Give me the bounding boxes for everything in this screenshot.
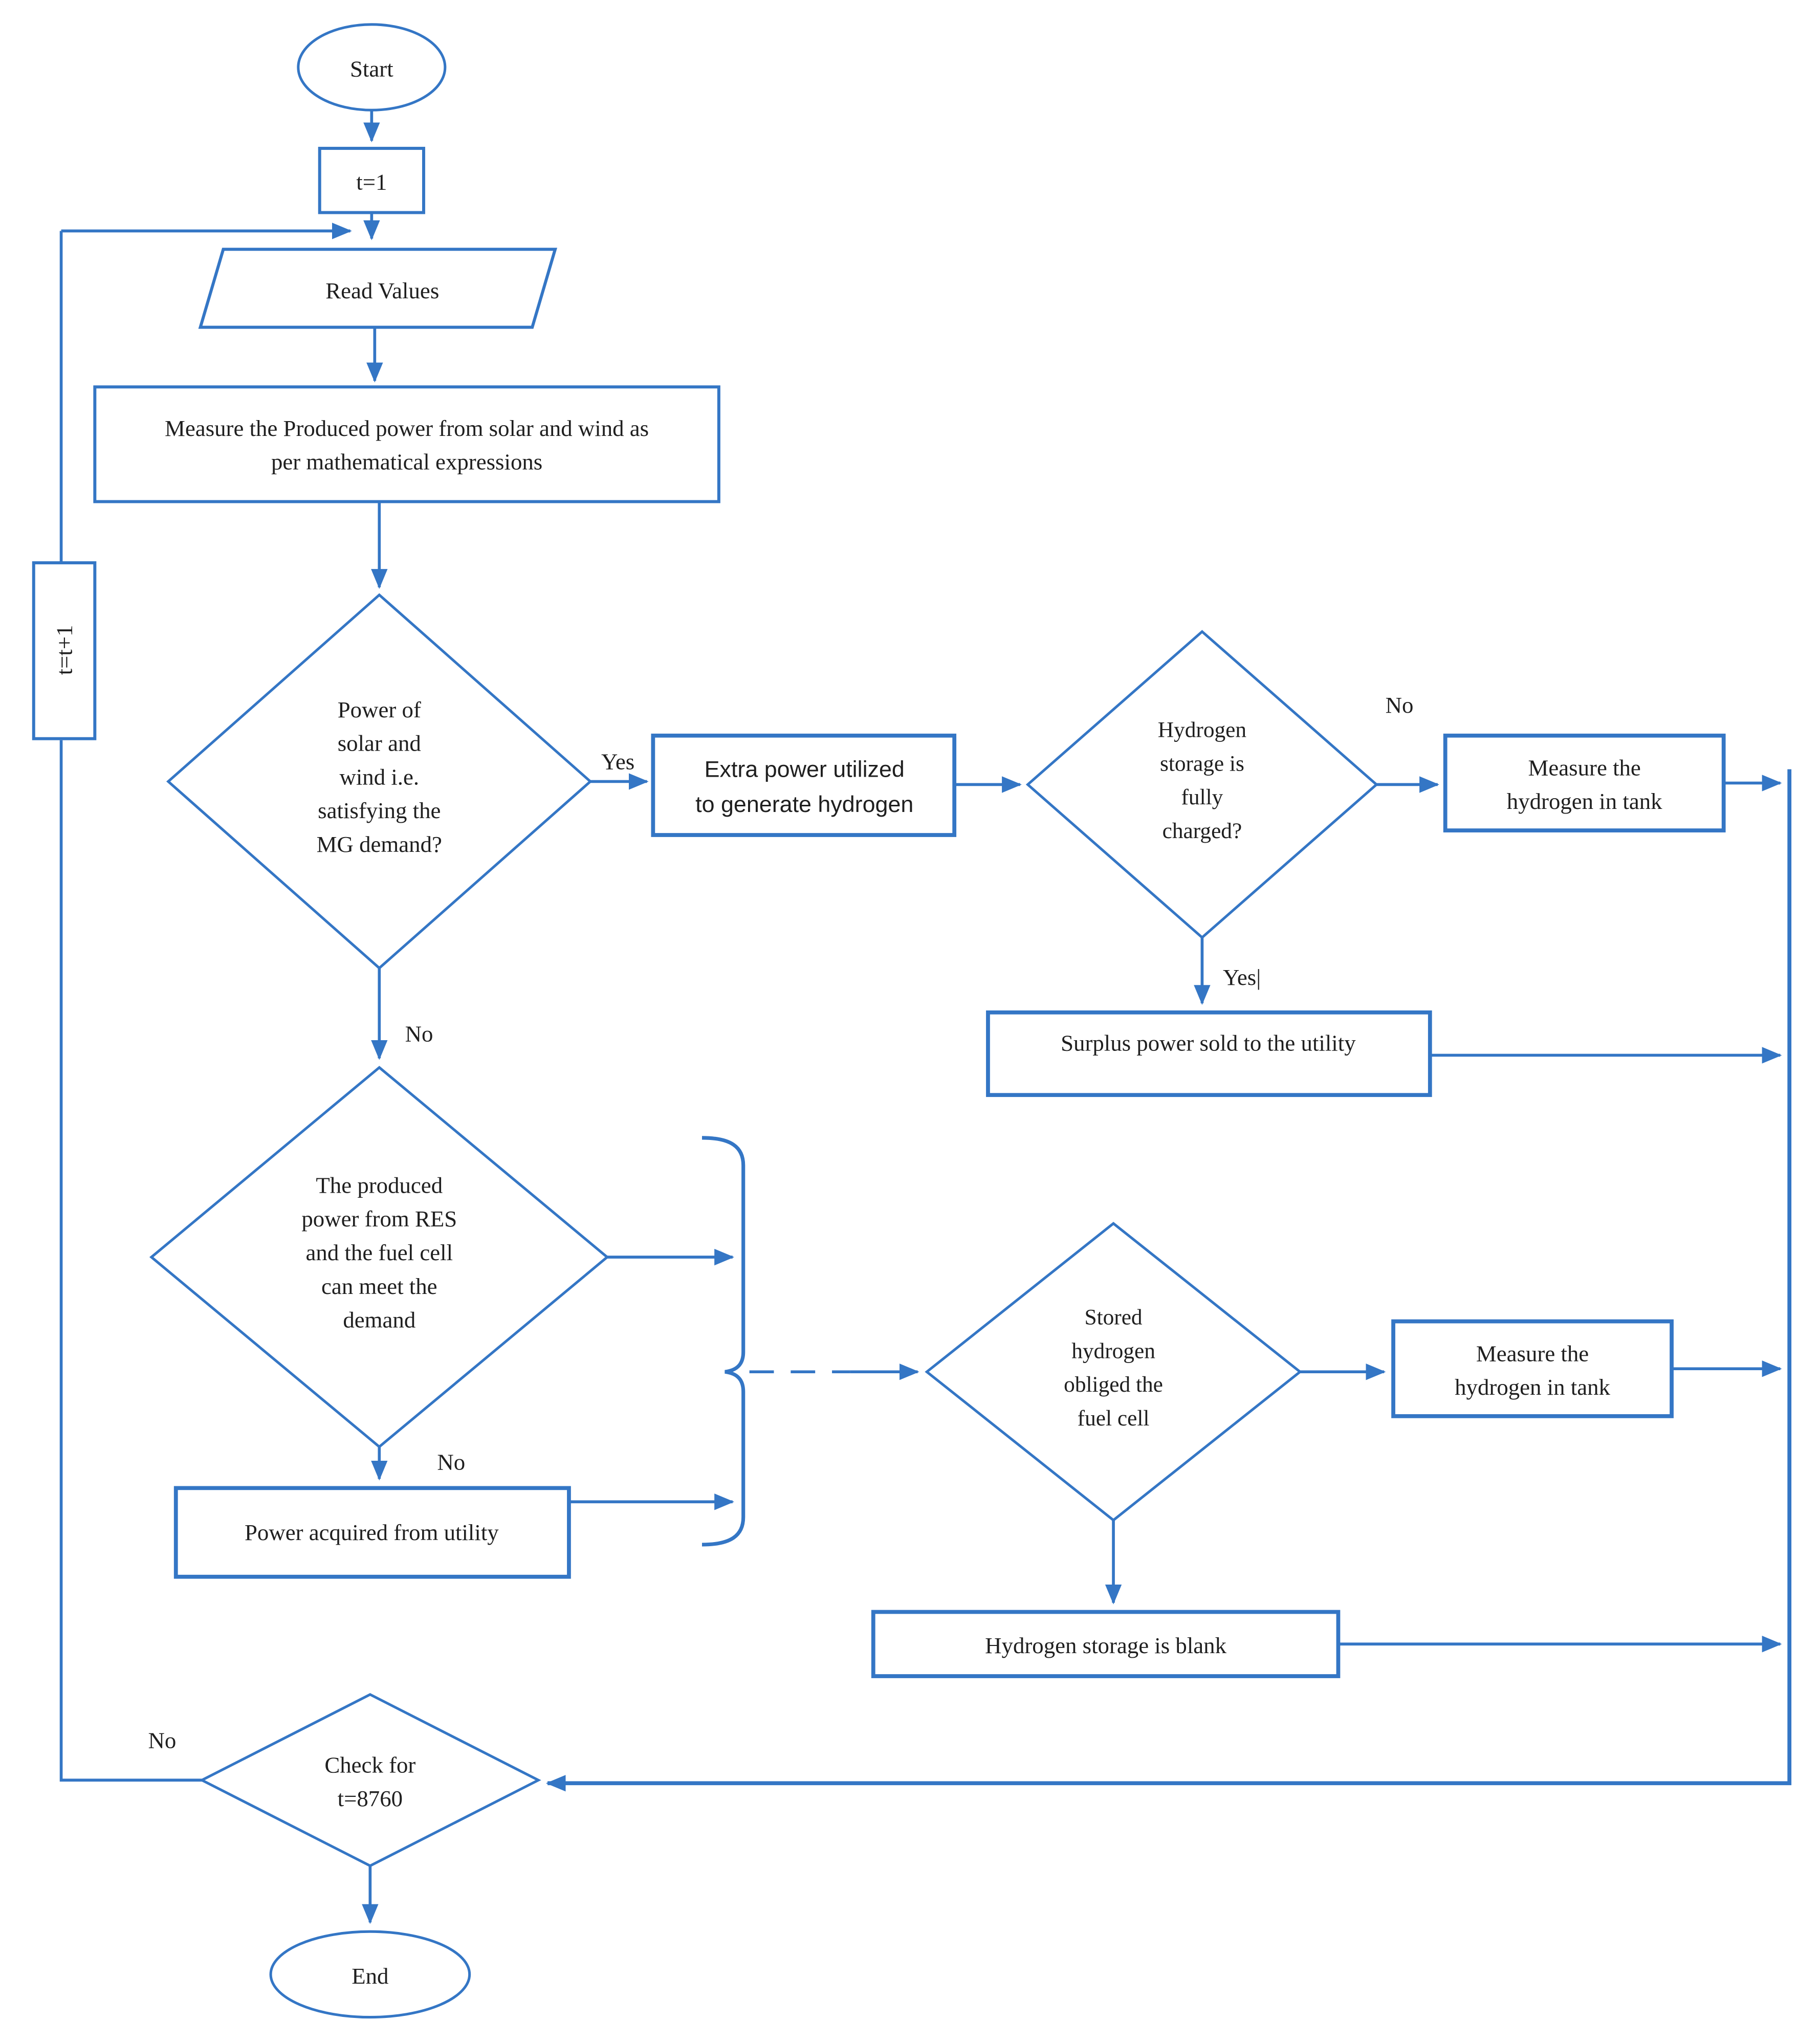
- res-meet-line1: The produced: [316, 1172, 443, 1198]
- stored-hydrogen-line4: fuel cell: [1078, 1406, 1150, 1431]
- res-meet-line4: can meet the: [321, 1273, 437, 1299]
- storage-blank-process: [871, 1610, 1341, 1678]
- measure-tank-bottom-line2: hydrogen in tank: [1455, 1374, 1610, 1400]
- measure-power-line1: Measure the Produced power from solar an…: [165, 415, 649, 441]
- surplus-power-process: [986, 1010, 1432, 1097]
- stored-hydrogen-line1: Stored: [1084, 1305, 1142, 1330]
- storage-full-line1: Hydrogen: [1158, 718, 1247, 742]
- mg-demand-line4: satisfying the: [318, 798, 441, 823]
- end-label: End: [352, 1963, 388, 1989]
- stored-hydrogen-line3: obliged the: [1064, 1372, 1163, 1397]
- storage-full-line4: charged?: [1163, 819, 1242, 843]
- label-storage-full-no: No: [1386, 692, 1414, 718]
- measure-tank-top-line2: hydrogen in tank: [1507, 788, 1662, 814]
- read-values-io: [198, 248, 558, 329]
- extra-power-process: [651, 733, 957, 837]
- power-from-utility-process: [173, 1486, 571, 1579]
- edge-check-no-left-up: [59, 740, 202, 1782]
- label-mg-demand-no: No: [405, 1021, 433, 1047]
- mg-demand-line5: MG demand?: [317, 831, 442, 857]
- res-meet-line2: power from RES: [301, 1206, 457, 1232]
- check-t-line2: t=8760: [338, 1786, 403, 1811]
- t-increment-label: t=t+1: [51, 625, 77, 675]
- end-terminator: [269, 1930, 471, 2019]
- t-increment-process: [32, 561, 97, 740]
- storage-full-line3: fully: [1181, 785, 1223, 809]
- check-t-line1: Check for: [324, 1752, 415, 1777]
- stored-hydrogen-line2: hydrogen: [1071, 1338, 1155, 1363]
- check-t-decision: [199, 1693, 541, 1868]
- extra-power-line1: Extra power utilized: [705, 756, 905, 782]
- mg-demand-decision: [166, 593, 593, 970]
- t-init-process: [318, 146, 425, 214]
- mg-demand-line3: wind i.e.: [339, 764, 419, 789]
- label-check-no: No: [148, 1728, 176, 1753]
- collector-line-to-check: [545, 769, 1792, 1792]
- storage-full-line2: storage is: [1160, 751, 1244, 776]
- res-meet-line3: and the fuel cell: [306, 1240, 453, 1265]
- label-mg-demand-yes: Yes: [601, 749, 634, 775]
- stored-hydrogen-decision: [925, 1222, 1302, 1522]
- start-terminator: [297, 23, 447, 112]
- extra-power-line2: to generate hydrogen: [695, 791, 913, 817]
- start-label: Start: [350, 56, 393, 81]
- power-from-utility-label: Power acquired from utility: [245, 1520, 499, 1545]
- mg-demand-line1: Power of: [338, 697, 421, 722]
- read-values-label: Read Values: [325, 278, 439, 303]
- measure-tank-bottom-process: [1391, 1319, 1674, 1418]
- measure-power-line2: per mathematical expressions: [271, 449, 542, 475]
- measure-tank-top-line1: Measure the: [1528, 755, 1641, 780]
- measure-tank-bottom-line1: Measure the: [1476, 1341, 1589, 1366]
- storage-blank-label: Hydrogen storage is blank: [985, 1633, 1226, 1658]
- t-init-label: t=1: [356, 169, 387, 195]
- label-storage-full-yes: Yes|: [1223, 964, 1261, 990]
- label-res-meet-no: No: [437, 1449, 465, 1475]
- merge-bracket: [701, 1136, 745, 1547]
- surplus-power-label: Surplus power sold to the utility: [1061, 1030, 1356, 1056]
- res-meet-demand-decision: [149, 1066, 609, 1448]
- storage-full-decision: [1025, 630, 1379, 939]
- mg-demand-line2: solar and: [338, 731, 421, 756]
- measure-power-process: [93, 385, 720, 503]
- measure-tank-top-process: [1443, 733, 1726, 832]
- res-meet-line5: demand: [343, 1307, 415, 1333]
